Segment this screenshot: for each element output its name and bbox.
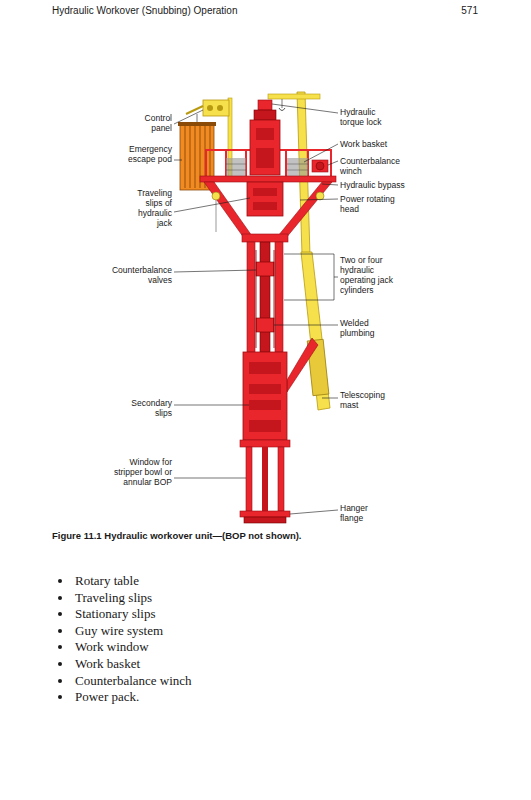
callout-label: Telescoping mast (340, 390, 400, 410)
callout-label: Counterbalance valves (98, 265, 172, 285)
power-rotating-head (250, 120, 280, 175)
callout-label: Hydraulic bypass (340, 180, 440, 190)
callout-label: Hanger flange (340, 503, 390, 523)
crane-arm (268, 94, 320, 99)
hanger-flange (244, 517, 286, 523)
traveling-slips (247, 182, 283, 216)
head-cap (254, 110, 276, 120)
head-detail (256, 148, 274, 168)
crane-cable (282, 99, 283, 108)
jack-cylinder (275, 242, 283, 352)
support-strut (204, 182, 252, 238)
bullet-item: Work window (75, 639, 149, 654)
torque-lock (258, 100, 272, 110)
bullet-item: Stationary slips (75, 606, 156, 621)
mast-brace (287, 338, 318, 392)
window-post (246, 447, 252, 511)
slip-detail (249, 362, 281, 374)
window-post (278, 447, 284, 511)
crane-hook (279, 108, 285, 111)
secondary-slips (243, 352, 287, 440)
slip-detail (249, 420, 281, 432)
jack-cylinder (247, 242, 255, 352)
center-column (260, 242, 270, 352)
bullet-dot (58, 679, 62, 683)
pod-arm (186, 106, 203, 114)
callout-label: Two or four hydraulic operating jack cyl… (340, 255, 402, 295)
slip-detail (253, 188, 277, 196)
basket-mesh (226, 158, 246, 176)
control-knob (207, 105, 213, 111)
slip-detail (249, 400, 281, 410)
slip-detail (253, 202, 277, 210)
callout-label: Hydraulic torque lock (340, 107, 398, 127)
basket-mesh (287, 158, 308, 176)
bullet-item: Counterbalance winch (75, 673, 192, 688)
page-number: 571 (430, 5, 478, 16)
counterbalance-valve (256, 262, 274, 276)
mast-lower (301, 252, 330, 410)
callout-label: Work basket (340, 139, 430, 149)
window-pipe (262, 447, 268, 511)
pulley (316, 192, 324, 200)
welded-plumbing (256, 250, 274, 348)
running-header: Hydraulic Workover (Snubbing) Operation (52, 5, 237, 16)
bullet-dot (58, 579, 62, 583)
callout-label: Emergency escape pod (118, 144, 172, 164)
callout-label: Control panel (122, 113, 172, 133)
control-knob (217, 105, 223, 111)
bullet-item: Power pack. (75, 689, 139, 704)
plumbing-block (256, 318, 274, 332)
bullet-item: Rotary table (75, 573, 139, 588)
crosshead (242, 234, 288, 242)
winch-drum (316, 162, 324, 170)
callout-label: Secondary slips (118, 398, 172, 418)
hanger-flange (240, 511, 290, 517)
bullet-item: Guy wire system (75, 623, 163, 638)
window-flange (240, 440, 290, 447)
callout-label: Window for stripper bowl or annular BOP (106, 457, 172, 487)
bullet-dot (58, 629, 62, 633)
winch (312, 160, 328, 172)
leader-lines (174, 104, 338, 514)
support-strut (278, 182, 332, 238)
bullet-dot (58, 596, 62, 600)
callout-label: Traveling slips of hydraulic jack (122, 188, 172, 228)
bullet-dot (58, 612, 62, 616)
callout-label: Counterbalance winch (340, 156, 414, 176)
figure-caption: Figure 11.1 Hydraulic workover unit—(BOP… (52, 530, 482, 541)
pod-top (178, 122, 216, 126)
bullet-item: Traveling slips (75, 590, 152, 605)
bullet-dot (58, 662, 62, 666)
pulley (212, 192, 220, 200)
head-detail (256, 128, 274, 140)
bullet-item: Work basket (75, 656, 140, 671)
control-panel-box (203, 100, 229, 116)
callout-label: Welded plumbing (340, 318, 390, 338)
bullet-dot (58, 695, 62, 699)
bullet-dot (58, 645, 62, 649)
platform (200, 176, 336, 182)
counterweight-cable (216, 200, 217, 232)
slip-detail (249, 384, 281, 394)
callout-label: Power rotating head (340, 194, 410, 214)
